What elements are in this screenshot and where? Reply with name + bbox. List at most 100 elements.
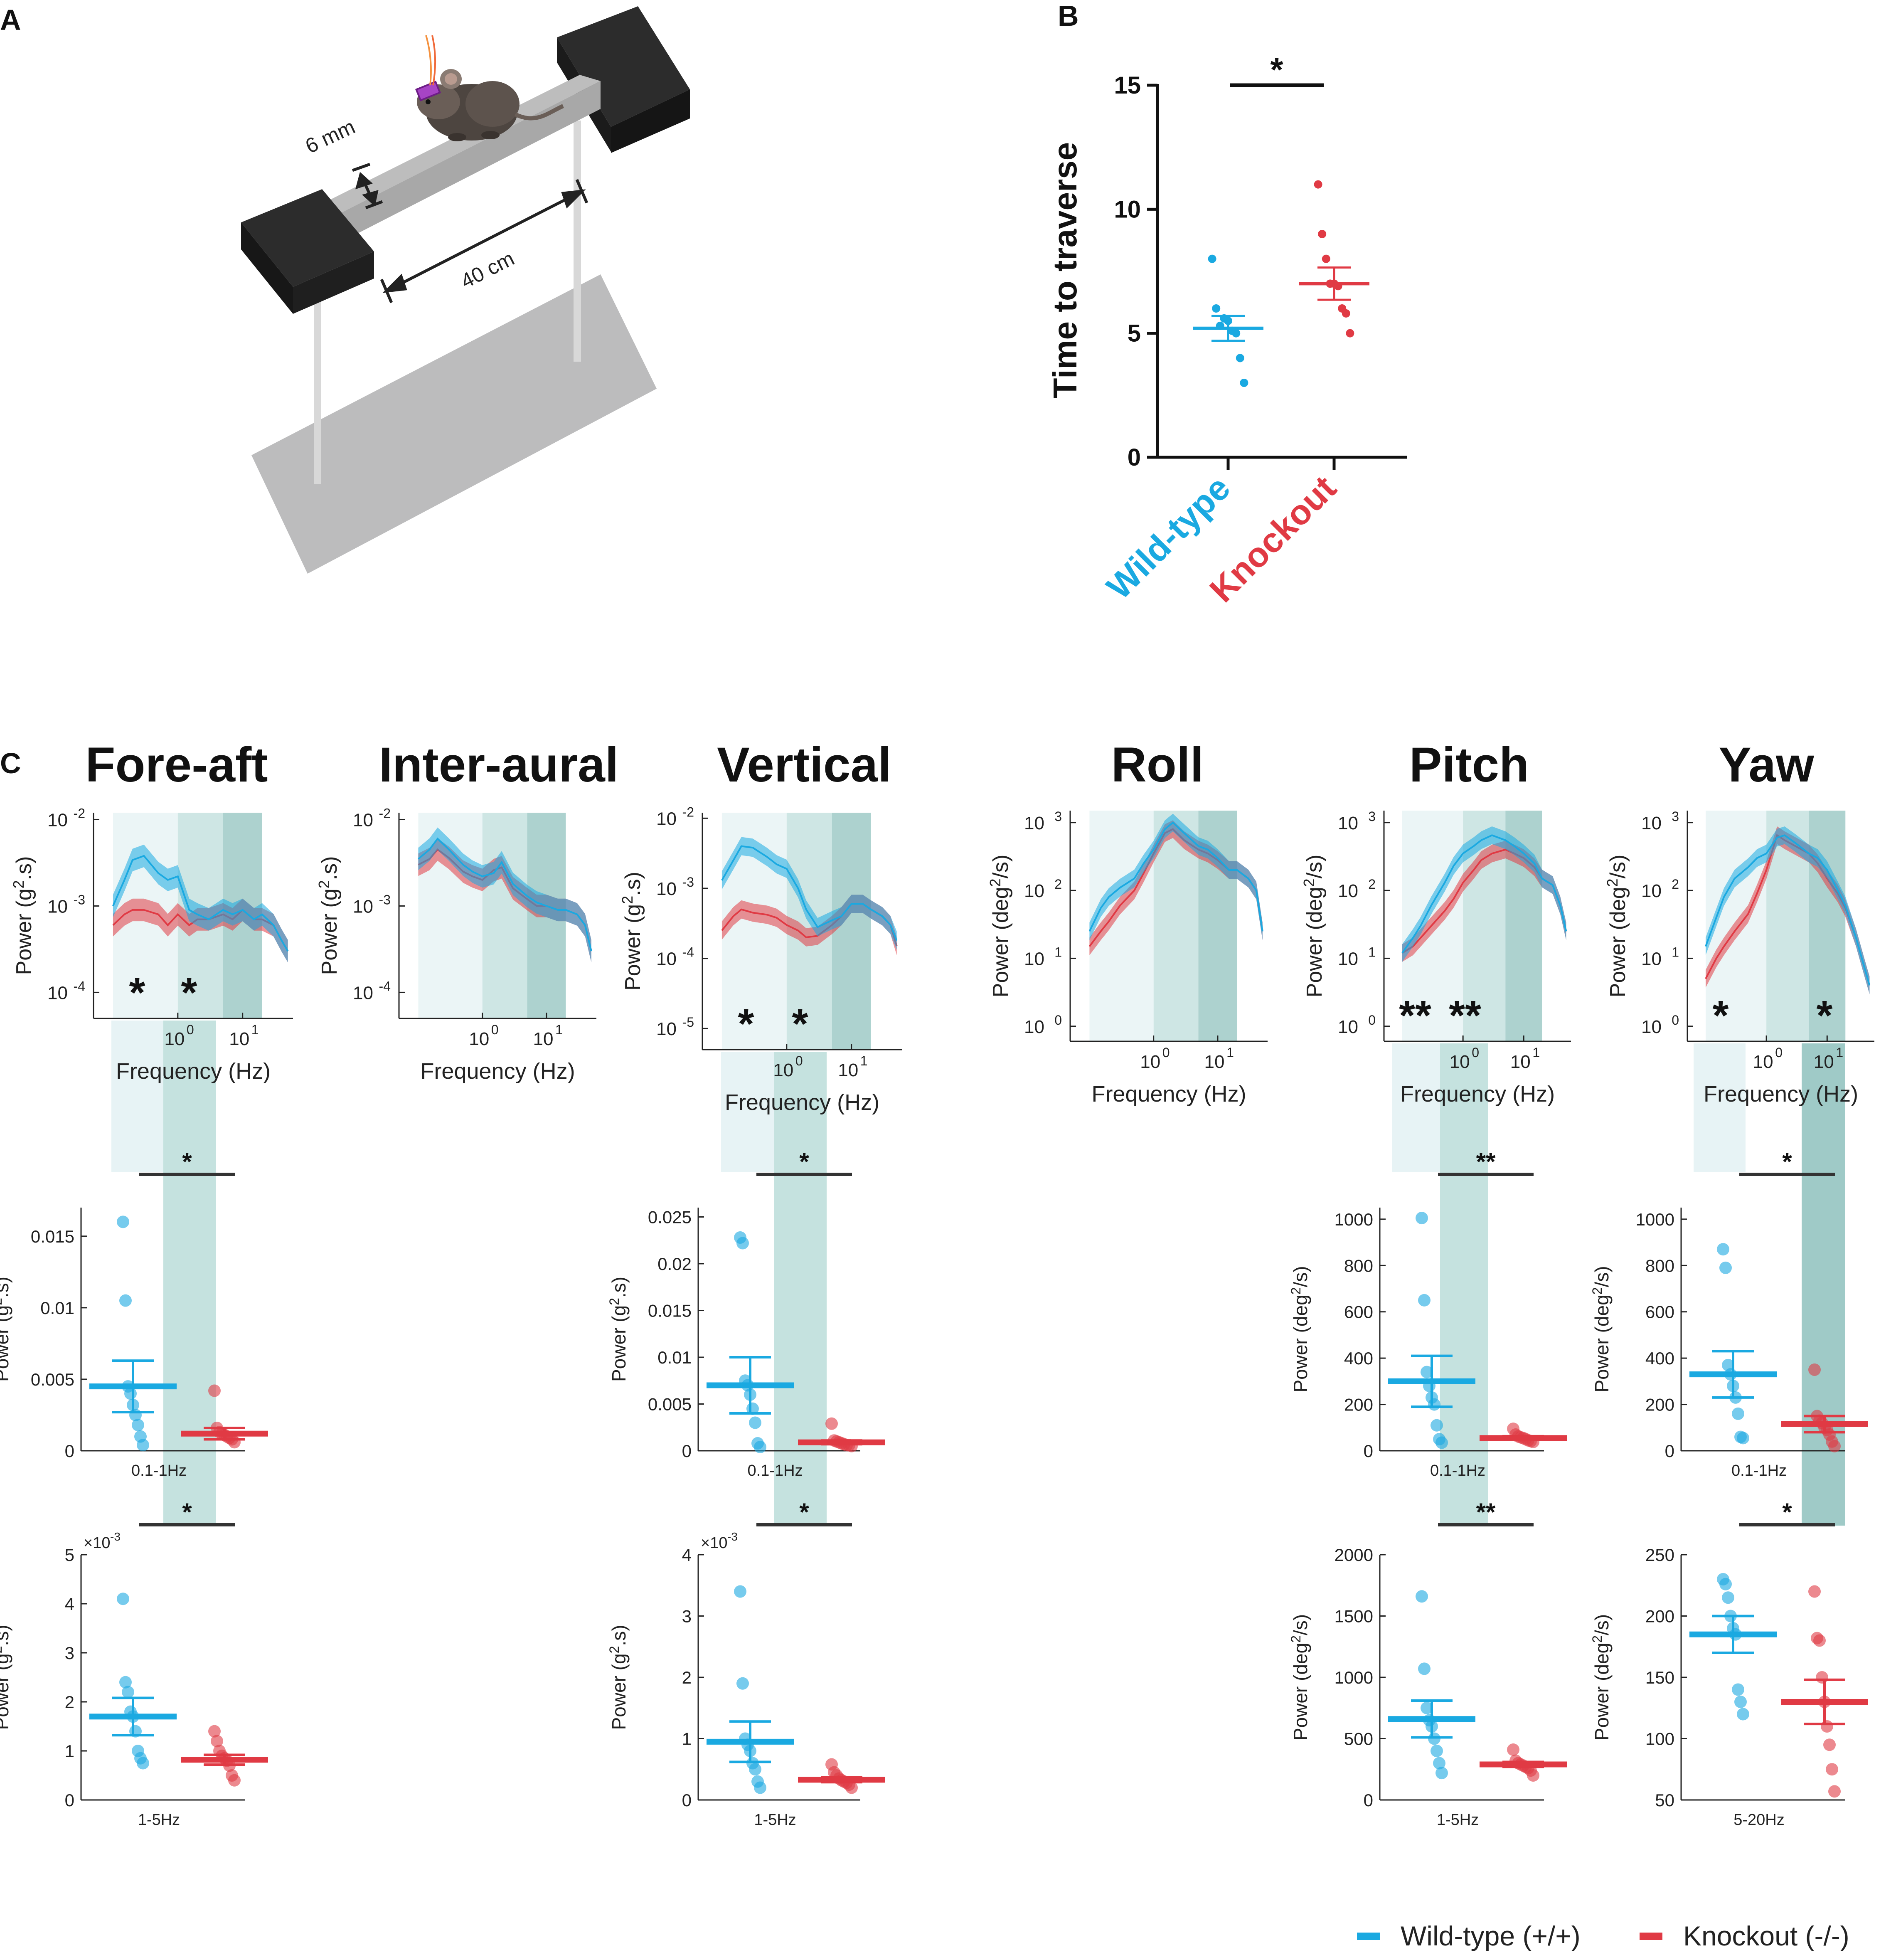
band-power-significance-stars: * <box>182 1148 192 1176</box>
wildtype-data-point <box>1431 1419 1443 1432</box>
band-power-band-label: 0.1-1Hz <box>131 1462 187 1479</box>
wildtype-mean-line <box>112 855 289 952</box>
spectrum-ytick-label: 10 <box>353 896 373 917</box>
band-power-ytick-label: 1 <box>682 1729 692 1749</box>
b-ytick-label: 10 <box>1114 196 1141 223</box>
spectrum-ytick-exponent: 2 <box>1054 877 1062 892</box>
band-power-ytick-label: 100 <box>1645 1729 1674 1749</box>
right-block-bottom <box>611 89 690 153</box>
spectrum-xtick-label: 10 <box>469 1029 489 1049</box>
knockout-data-point <box>1813 1634 1826 1647</box>
band-power-ytick-label: 5 <box>65 1545 74 1565</box>
b-data-point <box>1240 379 1248 387</box>
knockout-data-point <box>1527 1769 1539 1782</box>
spectrum-xtick-label: 10 <box>838 1060 858 1080</box>
spectrum-ytick-exponent: -4 <box>74 979 85 994</box>
wildtype-data-point <box>1734 1696 1747 1708</box>
knockout-data-point <box>211 1735 223 1748</box>
wildtype-data-point <box>1719 1261 1732 1274</box>
frequency-band <box>482 813 527 1018</box>
spectrum-ytick-label: 10 <box>47 896 68 917</box>
wildtype-data-point <box>132 1419 144 1432</box>
frequency-band-strip <box>111 1021 163 1172</box>
knockout-data-point <box>825 1417 838 1430</box>
spectrum-xtick-exponent: 1 <box>860 1053 868 1068</box>
band-power-band-label: 1-5Hz <box>754 1811 796 1829</box>
b-data-point <box>1318 230 1327 238</box>
band-power-band-label: 0.1-1Hz <box>1731 1462 1787 1479</box>
spectrum-xtick-label: 10 <box>1510 1052 1531 1072</box>
panel-c-letter: C <box>0 747 21 779</box>
width-dimension <box>352 163 383 210</box>
spectrum-xtick-label: 10 <box>1140 1052 1160 1072</box>
band-power-ytick-label: 0.015 <box>648 1301 692 1321</box>
wildtype-data-point <box>749 1416 761 1429</box>
spectrum-significance-stars: * <box>792 1001 808 1047</box>
wildtype-mean-line <box>1401 834 1567 954</box>
spectrum-ytick-exponent: 0 <box>1672 1013 1679 1028</box>
spectrum-ytick-exponent: -3 <box>682 875 694 890</box>
band-power-ytick-label: 0.015 <box>31 1227 74 1246</box>
spectrum-xtick-exponent: 1 <box>1532 1045 1540 1060</box>
frequency-band-strip <box>721 1052 774 1172</box>
spectrum-ytick-label: 10 <box>656 809 677 829</box>
wildtype-data-point <box>1717 1243 1729 1256</box>
wildtype-data-point <box>754 1781 766 1794</box>
band-power-ytick-label: 2 <box>682 1668 692 1687</box>
b-significance-star: * <box>1270 51 1283 88</box>
wildtype-data-point <box>1722 1591 1734 1604</box>
left-block-side <box>241 222 293 314</box>
band-power-ytick-label: 0.005 <box>31 1370 74 1389</box>
wildtype-data-point <box>137 1439 149 1452</box>
spectrum-ytick-exponent: -2 <box>74 806 85 821</box>
spectrum-ytick-label: 10 <box>1641 1017 1662 1037</box>
band-power-significance-stars: * <box>799 1498 809 1526</box>
band-power-y-axis-label: Power (g2.s) <box>607 1625 630 1730</box>
wildtype-data-point <box>1737 1432 1749 1445</box>
title-yaw: Yaw <box>1719 737 1815 792</box>
right-block-front <box>557 6 690 127</box>
band-power-ytick-label: 0 <box>65 1790 74 1810</box>
wildtype-data-point <box>1421 1366 1433 1378</box>
band-power-ytick-label: 1000 <box>1335 1210 1373 1229</box>
band-power-ytick-label: 0 <box>682 1790 692 1810</box>
spectrum-x-axis-label: Frequency (Hz) <box>1704 1082 1858 1107</box>
wildtype-data-point <box>749 1763 761 1776</box>
spectrum-ytick-label: 10 <box>1338 1017 1358 1037</box>
b-data-point <box>1212 304 1221 313</box>
spectrum-xtick-label: 10 <box>533 1029 553 1049</box>
title-pitch: Pitch <box>1409 737 1529 792</box>
wildtype-data-point <box>1433 1757 1445 1770</box>
band-power-band-label: 0.1-1Hz <box>747 1462 803 1479</box>
wildtype-data-point <box>1719 1578 1732 1590</box>
spectrum-ytick-exponent: 2 <box>1368 877 1376 892</box>
spectrum-ytick-exponent: -4 <box>682 945 694 960</box>
mouse-foot-2 <box>481 131 500 139</box>
band-power-significance-stars: * <box>182 1498 192 1526</box>
spectrum-ytick-exponent: 1 <box>1054 944 1062 959</box>
wildtype-data-point <box>1416 1590 1428 1603</box>
b-data-point <box>1322 254 1330 263</box>
spectrum-significance-stars: ** <box>1449 992 1481 1039</box>
band-power-ytick-label: 200 <box>1344 1395 1373 1415</box>
band-power-band-label: 0.1-1Hz <box>1430 1462 1485 1479</box>
band-power-ytick-label: 500 <box>1344 1729 1373 1749</box>
band-power-ytick-label: 400 <box>1645 1349 1674 1368</box>
knockout-data-point <box>1828 1440 1841 1452</box>
b-data-point <box>1346 329 1354 338</box>
wildtype-data-point <box>1732 1407 1744 1420</box>
spectrum-ytick-label: 10 <box>1024 949 1044 969</box>
balance-beam-illustration: 6 mm 40 cm <box>241 6 690 574</box>
spectrum-xtick-exponent: 0 <box>491 1022 499 1037</box>
band-power-ytick-label: 1000 <box>1636 1210 1674 1229</box>
left-block-top <box>241 189 374 287</box>
spectrum-y-axis-label: Power (deg2/s) <box>987 855 1013 998</box>
band-power-ytick-label: 800 <box>1344 1256 1373 1275</box>
wildtype-sem-band <box>1402 826 1566 962</box>
band-power-scale-exponent: -3 <box>110 1530 121 1543</box>
